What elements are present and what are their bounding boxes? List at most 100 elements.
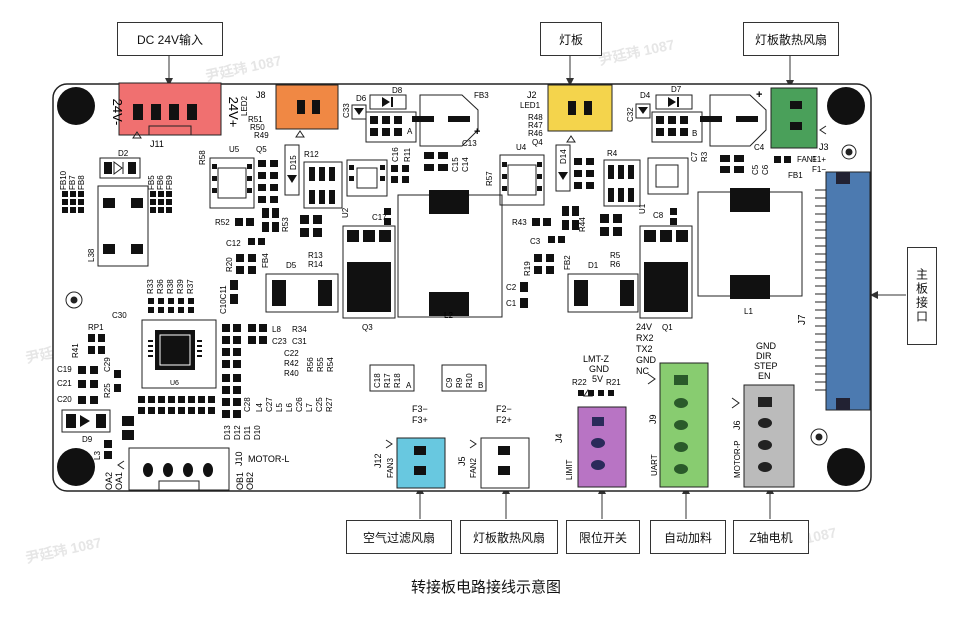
fb1-label: FB1 — [788, 171, 803, 180]
fb3-label: FB3 — [474, 91, 489, 100]
light-fan-bottom-callout: 灯板散热风扇 — [460, 520, 558, 554]
r4-label: R4 — [607, 149, 618, 158]
l5-label: L5 — [275, 403, 284, 412]
r51-label: R51 — [248, 115, 263, 124]
c23-label: C23 — [272, 337, 287, 346]
c2-label: C2 — [506, 283, 517, 292]
r44-label: R44 — [578, 217, 587, 232]
a-label: A — [407, 127, 413, 136]
u6-label: U6 — [170, 380, 179, 387]
q1-mosfet — [639, 225, 693, 319]
q1-label: Q1 — [662, 323, 673, 332]
j5-side-label: FAN2 — [469, 457, 478, 478]
f1m-label: F1− — [812, 165, 826, 174]
u4-chip — [499, 154, 545, 206]
d7-label: D7 — [671, 85, 682, 94]
d4-label: D4 — [640, 91, 651, 100]
d11-label: D11 — [243, 425, 252, 440]
fb8-label: FB8 — [77, 175, 86, 190]
c13-label: C13 — [462, 139, 477, 148]
c15-label: C15 — [451, 157, 460, 172]
r53-label: R53 — [281, 217, 290, 232]
d14-diode — [555, 144, 571, 192]
callout-lines — [165, 55, 906, 519]
fb2-label: FB2 — [563, 255, 572, 270]
air-filter-fan-callout: 空气过滤风扇 — [346, 520, 452, 554]
bottom-left-pads — [122, 396, 215, 440]
svg-text:+: + — [756, 89, 762, 101]
d8-pads — [370, 116, 402, 136]
c31-label: C31 — [292, 337, 307, 346]
q3-mosfet — [342, 225, 396, 319]
u5-chip — [209, 157, 255, 209]
j2-connector[interactable] — [547, 84, 613, 132]
resistor-array-pads — [148, 298, 194, 313]
r3-label: R3 — [700, 151, 709, 162]
r36-label: R36 — [156, 279, 165, 294]
r19-label: R19 — [523, 261, 532, 276]
c16-label: C16 — [391, 147, 400, 162]
j10-pin-oa1: OA1 — [114, 472, 124, 490]
c8-label: C8 — [653, 211, 664, 220]
r12-label: R12 — [304, 150, 319, 159]
f1p-label: F1+ — [812, 155, 826, 164]
j9-pin-2: RX2 — [636, 333, 654, 343]
b2-label: B — [478, 381, 483, 390]
l38-label: L38 — [87, 248, 96, 262]
j11-label: J11 — [150, 139, 164, 149]
j12-label: J12 — [373, 453, 383, 468]
a2-label: A — [406, 381, 412, 390]
j3-connector[interactable] — [770, 87, 818, 149]
c3-label: C3 — [530, 237, 541, 246]
c30-label: C30 — [112, 311, 127, 320]
c9-label: C9 — [445, 377, 454, 388]
c28-label: C28 — [243, 397, 252, 412]
j5-connector[interactable] — [480, 437, 530, 489]
j7-connector[interactable] — [825, 171, 871, 411]
j4-label: J4 — [554, 433, 564, 443]
q5-label: Q5 — [256, 145, 267, 154]
j12-side-label: FAN3 — [386, 457, 395, 478]
diagram-caption: 转接板电路接线示意图 — [410, 579, 561, 596]
j4-top1: LMT-Z — [583, 354, 610, 364]
fb-left-pads — [62, 191, 172, 213]
b-label: B — [692, 129, 697, 138]
j12-connector[interactable] — [396, 437, 446, 489]
c29-label: C29 — [103, 357, 112, 372]
j9-side-label: UART — [650, 454, 659, 476]
j5-top2: F2+ — [496, 415, 512, 425]
d15-label: D15 — [289, 155, 298, 170]
r20-label: R20 — [225, 257, 234, 272]
r48-label: R48 — [528, 113, 543, 122]
fb6-label: FB6 — [156, 175, 165, 190]
j8-connector[interactable] — [275, 84, 339, 130]
j9-pin-4: GND — [636, 355, 657, 365]
rp1-label: RP1 — [88, 323, 104, 332]
j6-side-label: MOTOR-P — [733, 440, 742, 478]
light-fan-top-callout: 灯板散热风扇 — [743, 22, 839, 56]
c33-label: C33 — [342, 103, 351, 118]
l3-label: L3 — [93, 451, 102, 460]
c25-label: C25 — [315, 397, 324, 412]
j10-pin-oa2: OA2 — [104, 472, 114, 490]
r54-label: R54 — [326, 357, 335, 372]
j7-label: J7 — [797, 314, 808, 325]
c19-label: C19 — [57, 365, 72, 374]
r56-label: R56 — [306, 357, 315, 372]
r10-label: R10 — [465, 373, 474, 388]
c21-label: C21 — [57, 379, 72, 388]
j6-label: J6 — [732, 420, 742, 430]
r11-label: R11 — [403, 147, 412, 162]
r9-label: R9 — [455, 377, 464, 388]
u4-label: U4 — [516, 143, 527, 152]
r5-label: R5 — [610, 251, 621, 260]
d15-diode — [284, 144, 300, 196]
j12-top1: F3− — [412, 404, 428, 414]
r37-label: R37 — [186, 279, 195, 294]
d9-label: D9 — [82, 435, 93, 444]
c4-label: C4 — [754, 143, 765, 152]
r52-label: R52 — [215, 218, 230, 227]
c26-label: C26 — [295, 397, 304, 412]
r18-label: R18 — [393, 373, 402, 388]
r41-label: R41 — [71, 343, 80, 358]
